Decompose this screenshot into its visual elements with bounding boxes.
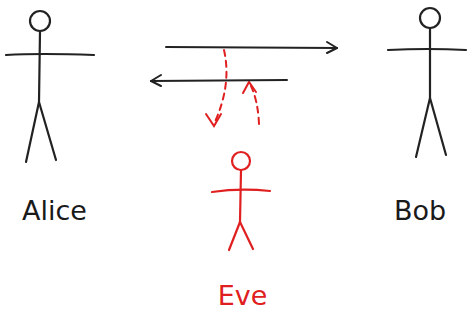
- message-arrow: [151, 75, 287, 86]
- intercept-arrows: [206, 50, 259, 126]
- person-node: Bob: [370, 2, 470, 230]
- person-node: Alice: [3, 2, 106, 230]
- person-name: Alice: [3, 195, 106, 226]
- message-arrow: [166, 42, 337, 53]
- alice-figure: [6, 11, 94, 162]
- person-node: Eve: [191, 145, 294, 315]
- person-name: Bob: [370, 195, 470, 226]
- bob-figure: [388, 8, 466, 157]
- person-name: Eve: [191, 280, 294, 311]
- eve-figure: [212, 152, 270, 250]
